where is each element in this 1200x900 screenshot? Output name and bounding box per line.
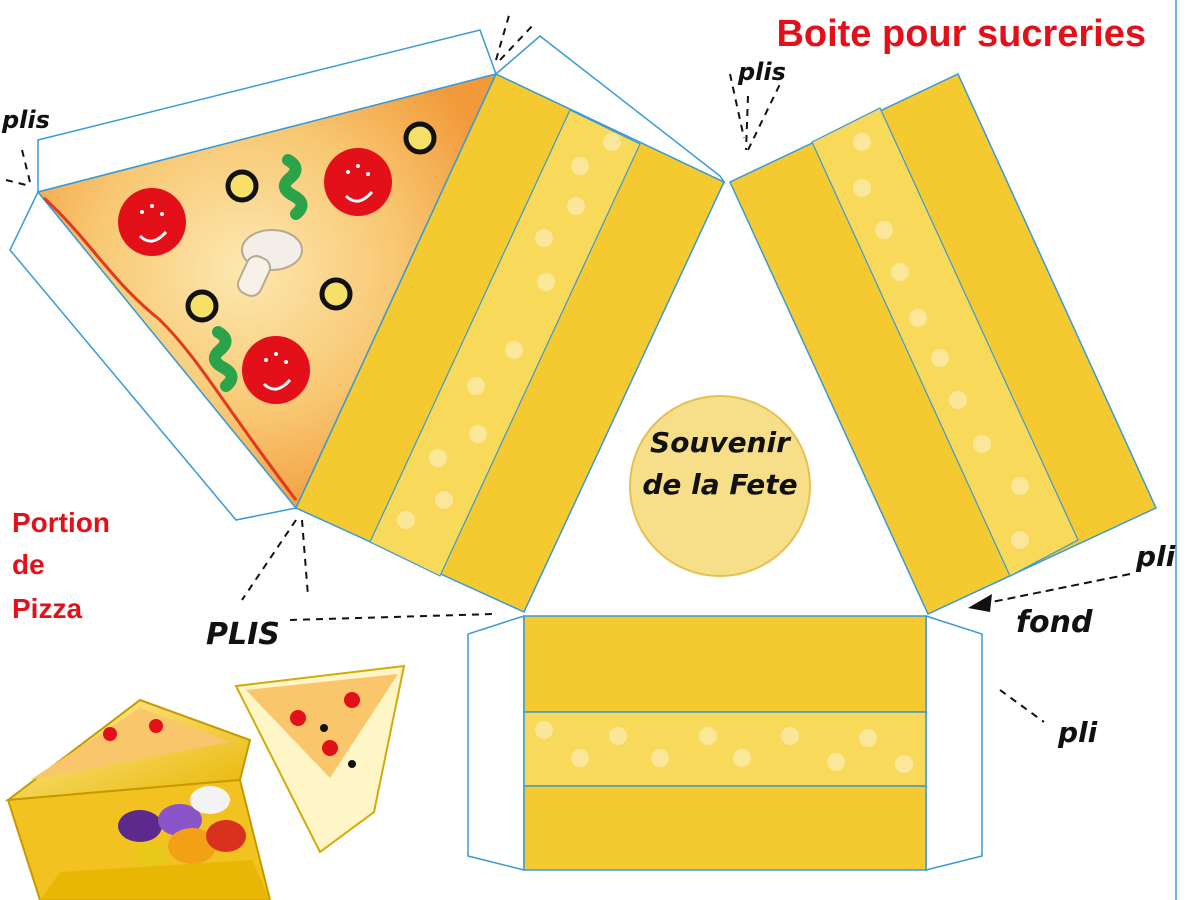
olive-icon (185, 289, 219, 323)
fold-label-bottom-right: pli (1057, 716, 1098, 749)
glue-flap-bottom-right (925, 614, 983, 871)
pepperoni-icon (118, 188, 186, 256)
medallion-line-1: Souvenir (650, 426, 792, 459)
pizza-crust-edge (42, 196, 298, 501)
subtitle-line-1: Portion (12, 507, 110, 538)
side-panel-left (295, 35, 727, 613)
subtitle-line-3: Pizza (12, 593, 82, 624)
basil-icon (278, 154, 308, 220)
olive-icon (319, 277, 353, 311)
page-title: Boite pour sucreries (776, 13, 1146, 55)
fond-arrow (968, 573, 1131, 612)
fold-label-bottom: PLIS (206, 617, 280, 652)
fold-label-right: pli (1135, 540, 1176, 573)
pepperoni-icon (242, 336, 310, 404)
glue-flap-upper (494, 35, 727, 184)
fold-label-fond: fond (1016, 605, 1093, 640)
glue-flap-bottom-left (467, 614, 525, 871)
mushroom-icon (236, 229, 303, 297)
subtitle-line-2: de (12, 549, 45, 580)
pizza-top-panel (9, 29, 498, 521)
medallion-line-2: de la Fete (642, 468, 797, 501)
stripe-dots (397, 133, 621, 529)
pepperoni-icon (324, 148, 392, 216)
souvenir-medallion: Souvenir de la Fete (629, 395, 811, 577)
dotted-stripe (523, 711, 927, 787)
fold-guides (5, 11, 1045, 723)
finished-box-photo (4, 664, 406, 900)
side-panel-bottom (467, 614, 983, 871)
side-panel-right (729, 72, 1157, 615)
olive-icon (403, 121, 437, 155)
basil-icon (208, 326, 238, 392)
fold-label-top-left: plis (1, 106, 50, 134)
stripe-dots (853, 133, 1029, 549)
stripe-dots (535, 721, 913, 773)
olive-icon (225, 169, 259, 203)
fold-label-top-center: plis (737, 58, 786, 86)
